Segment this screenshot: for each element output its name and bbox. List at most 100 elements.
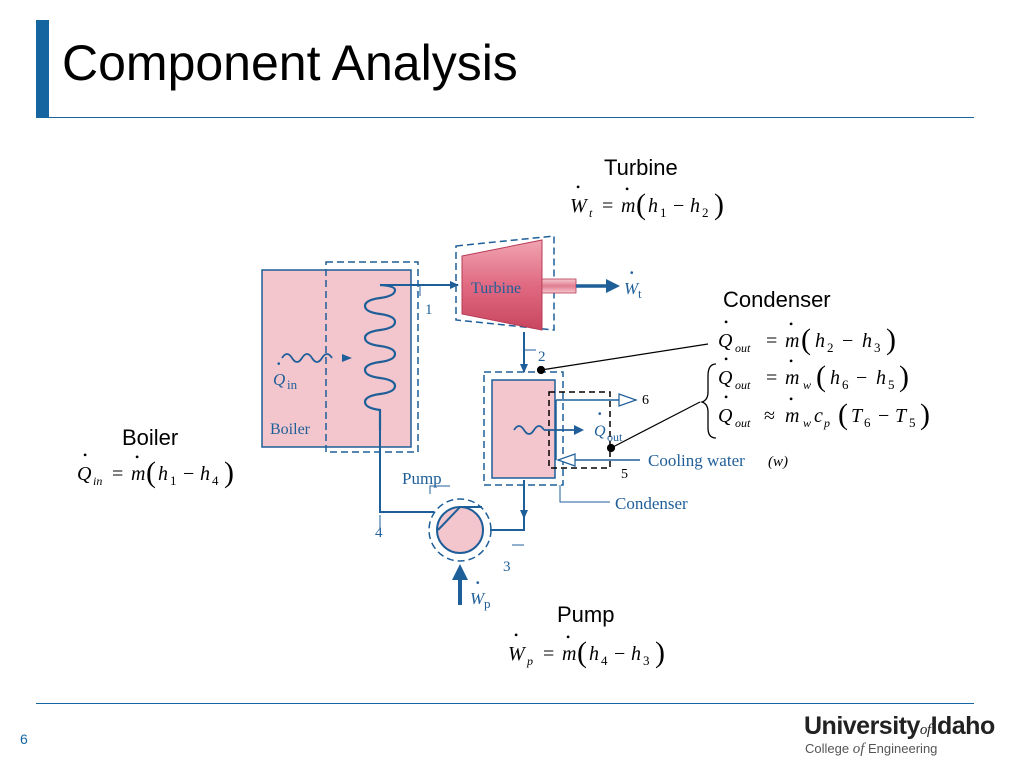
- svg-text:(: (: [636, 188, 646, 221]
- boiler-component: Boiler Q • in: [261, 261, 419, 453]
- svg-text:4: 4: [601, 653, 608, 668]
- turbine-box-label: Turbine: [471, 280, 521, 297]
- boiler-control-volume: [325, 261, 419, 453]
- svg-text:=: =: [602, 195, 613, 217]
- svg-text:m: m: [785, 330, 799, 352]
- svg-text:−: −: [614, 643, 625, 665]
- w-pump-label: W: [470, 589, 486, 608]
- svg-text:6: 6: [864, 415, 871, 430]
- svg-text:h: h: [648, 195, 658, 217]
- svg-text:=: =: [766, 330, 777, 352]
- condenser-diagram-label: Condenser: [615, 494, 688, 513]
- state-6-label: 6: [642, 393, 649, 408]
- turbine-heading: Turbine: [604, 155, 678, 180]
- svg-text:•: •: [135, 450, 139, 464]
- svg-text:): ): [886, 323, 896, 356]
- state-4-label: 4: [375, 525, 383, 541]
- turbine-component: Turbine W • t: [455, 235, 642, 331]
- cooling-water-label: Cooling water: [648, 451, 745, 470]
- pump-equation: W • p = m • ( h 4 − h 3 ): [508, 628, 665, 669]
- condenser-equations: Q • out = m • ( h 2 − h 3 ) Q • out = m …: [699, 315, 930, 439]
- svg-text:•: •: [724, 390, 728, 404]
- eq-turbine-lhs: W: [570, 195, 589, 217]
- svg-text:): ): [899, 360, 909, 393]
- page-number: 6: [20, 731, 28, 747]
- logo-college: College of Engineering: [805, 741, 938, 757]
- svg-text:(: (: [577, 636, 587, 669]
- svg-text:•: •: [625, 182, 629, 196]
- heat-out-wave: [513, 425, 545, 435]
- boiler-box: [261, 269, 412, 448]
- svg-text:•: •: [789, 354, 793, 368]
- eq-turbine-lhs-sub: t: [589, 206, 593, 220]
- svg-text:h: h: [862, 330, 872, 352]
- turbine-control-volume: [455, 235, 555, 331]
- svg-text:m: m: [131, 463, 145, 485]
- leader-lines: [536, 343, 709, 453]
- svg-text:=: =: [112, 463, 123, 485]
- cycle-pipes: [379, 281, 528, 531]
- svg-text:=: =: [766, 367, 777, 389]
- svg-text:3: 3: [874, 340, 881, 355]
- svg-text:2: 2: [827, 340, 834, 355]
- svg-text:w: w: [803, 378, 811, 392]
- svg-text:(: (: [816, 360, 826, 393]
- svg-text:out: out: [735, 341, 751, 355]
- svg-text:Q: Q: [718, 405, 733, 427]
- svg-text:•: •: [566, 630, 570, 644]
- svg-text:Q: Q: [77, 463, 92, 485]
- svg-text:T: T: [851, 405, 864, 427]
- svg-text:=: =: [543, 643, 554, 665]
- svg-text:): ): [655, 636, 665, 669]
- state-2-label: 2: [538, 349, 546, 365]
- heat-in-arrow-icon: [342, 354, 352, 362]
- svg-text:6: 6: [842, 377, 849, 392]
- heat-in-wave: [281, 353, 333, 363]
- svg-text:3: 3: [643, 653, 650, 668]
- footer-divider: [36, 703, 974, 704]
- pump-body: [436, 506, 484, 554]
- svg-text:•: •: [789, 392, 793, 406]
- svg-text:•: •: [630, 268, 634, 279]
- svg-text:h: h: [815, 330, 825, 352]
- state-3-label: 3: [503, 559, 511, 575]
- svg-text:•: •: [724, 352, 728, 366]
- svg-text:): ): [714, 188, 724, 221]
- svg-text:−: −: [842, 330, 853, 352]
- svg-text:): ): [224, 456, 234, 489]
- svg-text:•: •: [598, 409, 602, 420]
- condenser-component: 6 5 Q • out Cooling water (w) Condenser: [483, 371, 788, 513]
- svg-text:in: in: [93, 474, 102, 488]
- svg-text:−: −: [673, 195, 684, 217]
- svg-text:4: 4: [212, 473, 219, 488]
- svg-text:•: •: [476, 578, 480, 589]
- svg-text:2: 2: [702, 205, 709, 220]
- pump-component: Pump W • p: [402, 469, 492, 611]
- svg-text:t: t: [638, 286, 642, 301]
- svg-text:−: −: [856, 367, 867, 389]
- svg-text:h: h: [158, 463, 168, 485]
- svg-text:5: 5: [888, 377, 895, 392]
- condenser-control-volume: [483, 371, 564, 486]
- svg-text:): ): [920, 398, 930, 431]
- svg-text:≈: ≈: [764, 405, 775, 427]
- condenser-heading: Condenser: [723, 287, 831, 312]
- boiler-equation: Q • in = m • ( h 1 − h 4 ): [77, 448, 234, 489]
- svg-text:h: h: [830, 367, 840, 389]
- logo-wordmark: UniversityofIdaho: [804, 712, 995, 740]
- svg-text:Q: Q: [718, 330, 733, 352]
- svg-text:out: out: [735, 416, 751, 430]
- svg-text:p: p: [823, 416, 830, 430]
- svg-text:m: m: [785, 405, 799, 427]
- svg-text:w: w: [803, 416, 811, 430]
- svg-text:Q: Q: [718, 367, 733, 389]
- w-turbine-label: W: [624, 279, 640, 298]
- q-in-label: Q: [273, 370, 285, 389]
- boiler-coil: [363, 283, 397, 430]
- svg-text:out: out: [735, 378, 751, 392]
- turbine-body: [461, 239, 543, 331]
- svg-text:1: 1: [170, 473, 177, 488]
- work-out-arrow-icon: [606, 279, 620, 293]
- pump-control-volume: [428, 498, 492, 562]
